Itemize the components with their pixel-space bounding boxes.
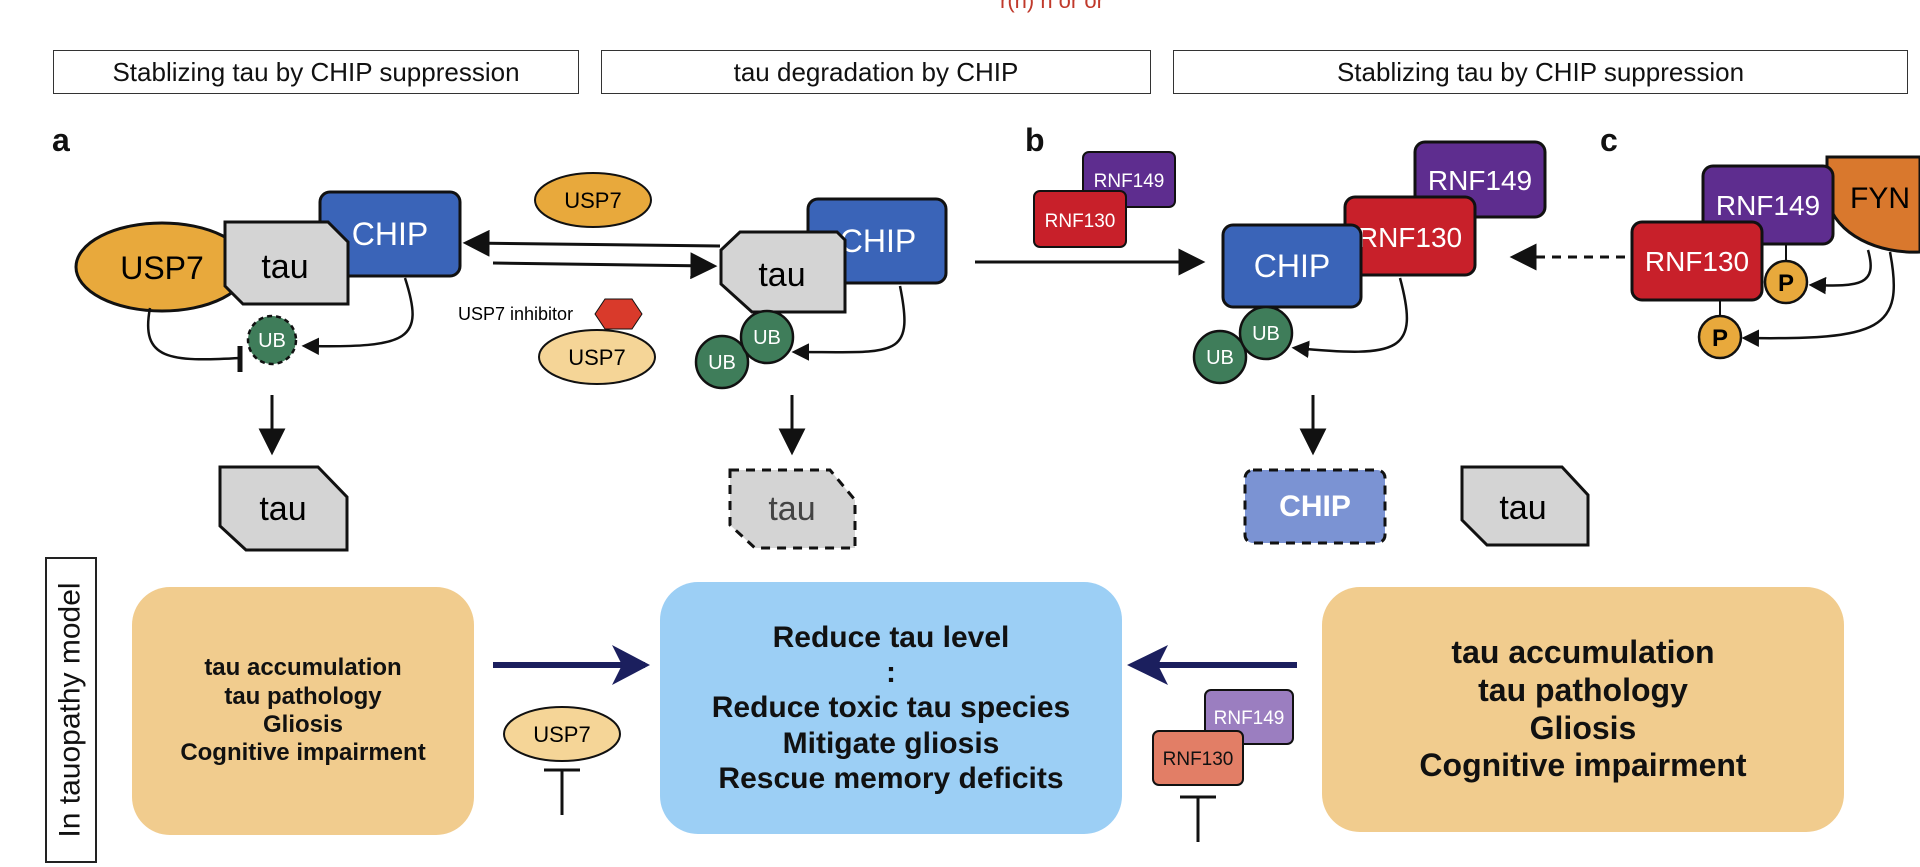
rnf149-small-label: RNF149 — [1094, 171, 1165, 192]
chip-label: CHIP — [1254, 248, 1330, 284]
usp7-bottom-label: USP7 — [568, 345, 625, 370]
top-cropped-text: r(n) n or or — [1000, 0, 1104, 13]
outcome-line: tau pathology — [224, 682, 382, 710]
ub-shape-2 — [739, 309, 795, 365]
outcome-box-left: tau accumulation tau pathology Gliosis C… — [132, 587, 474, 835]
chip-degraded-label: CHIP — [1279, 490, 1351, 523]
tau-shape — [719, 230, 847, 314]
tau-stable-c-label: tau — [1499, 489, 1546, 527]
panel-label-b: b — [1025, 122, 1045, 158]
rnf149-inhibition-label: RNF149 — [1214, 708, 1285, 729]
tau-label: tau — [758, 256, 805, 294]
tauopathy-model-label: In tauopathy model — [45, 557, 97, 863]
tau-label: tau — [261, 248, 308, 286]
panel-label-a: a — [52, 122, 70, 158]
ub-dashed-shape — [246, 314, 298, 366]
reverse-arrow — [462, 229, 721, 257]
forward-arrow — [492, 252, 718, 280]
chip-shape — [1221, 223, 1363, 309]
header-left: Stablizing tau by CHIP suppression — [53, 50, 579, 94]
ub-label: UB — [753, 327, 781, 349]
fyn-phospho-arrow-2 — [1741, 251, 1896, 347]
ub-arrow — [301, 277, 414, 356]
tau-shape — [223, 220, 350, 306]
outcome-line: Gliosis — [1529, 709, 1637, 746]
rnf149-label: RNF149 — [1428, 165, 1532, 196]
chip-degraded-shape — [1243, 468, 1387, 545]
ub-shape-1 — [694, 334, 750, 390]
ub-label: UB — [1252, 323, 1280, 345]
outcome-line: tau accumulation — [1451, 634, 1715, 670]
fyn-phospho-arrow-1 — [1808, 249, 1872, 295]
chip-label: CHIP — [352, 216, 428, 252]
complex-a-degradation: CHIP tau UB UB — [694, 197, 948, 390]
complex-a-stabilized: CHIP USP7 tau UB — [74, 190, 462, 372]
arrow-right-into-center — [1127, 645, 1168, 685]
usp7-top-shape — [534, 172, 652, 228]
therapeutic-line: Reduce tau level — [772, 620, 1010, 654]
fyn-label: FYN — [1850, 182, 1910, 215]
tau-stable-c-shape — [1460, 465, 1590, 547]
ub-label: UB — [708, 352, 736, 374]
panel-label-c: c — [1600, 122, 1618, 158]
complex-b: RNF149 RNF130 CHIP UB UB — [1192, 140, 1547, 385]
phospho-circle-1 — [1763, 259, 1809, 305]
phospho-circle-2 — [1697, 314, 1743, 360]
ub-arrow — [1291, 277, 1409, 359]
ub-shape-2 — [1238, 305, 1294, 361]
rnf130-inhibition-label: RNF130 — [1163, 749, 1234, 770]
tau-degraded-shape — [728, 468, 857, 550]
rnf130-shape — [1630, 220, 1764, 302]
usp7-inhibitor-label: USP7 inhibitor — [458, 304, 573, 324]
tau-stable-label: tau — [259, 490, 306, 528]
deub-line — [146, 307, 241, 361]
ub-label: UB — [1206, 347, 1234, 369]
inhibitor-hexagon — [594, 298, 643, 330]
therapeutic-line: Rescue memory deficits — [718, 762, 1064, 796]
usp7-label: USP7 — [120, 250, 204, 286]
rnf130-inhibition-shape — [1152, 730, 1244, 786]
rnf130-label: RNF130 — [1358, 222, 1462, 253]
therapeutic-line: : — [886, 655, 896, 689]
usp7-bottom-shape — [538, 329, 656, 385]
outcome-line: Cognitive impairment — [180, 739, 426, 767]
usp7-inhibition-label: USP7 — [533, 722, 590, 747]
p-label: P — [1712, 325, 1728, 352]
rnf130-small-shape — [1033, 190, 1127, 248]
outcome-line: Gliosis — [262, 711, 344, 738]
header-right: Stablizing tau by CHIP suppression — [1173, 50, 1908, 94]
p-label: P — [1778, 270, 1794, 297]
outcome-line: tau accumulation — [204, 654, 402, 682]
outcome-line: tau pathology — [1478, 671, 1688, 708]
usp7-top-label: USP7 — [564, 188, 621, 213]
usp7-inhibition-shape — [503, 706, 621, 762]
ub-shape-1 — [1192, 329, 1248, 385]
rnf130-small-label: RNF130 — [1045, 211, 1116, 232]
outcome-box-right: tau accumulation tau pathology Gliosis C… — [1322, 587, 1844, 832]
ub-label: UB — [258, 330, 286, 352]
outcome-line: Cognitive impairment — [1419, 747, 1747, 784]
therapeutic-line: Reduce toxic tau species — [711, 691, 1071, 725]
therapeutic-line: Mitigate gliosis — [782, 726, 1000, 760]
tau-degraded-label: tau — [768, 490, 815, 528]
arrow-left-into-center — [612, 645, 650, 685]
rnf130-label: RNF130 — [1645, 246, 1749, 277]
chip-label: CHIP — [840, 223, 916, 259]
complex-c: FYN RNF149 RNF130 P P — [1630, 155, 1920, 360]
rnf149-label: RNF149 — [1716, 190, 1820, 221]
ub-arrow — [791, 285, 906, 361]
therapeutic-box-center: Reduce tau level : Reduce toxic tau spec… — [660, 582, 1122, 834]
tau-stable-shape — [218, 465, 349, 552]
header-middle: tau degradation by CHIP — [601, 50, 1151, 94]
